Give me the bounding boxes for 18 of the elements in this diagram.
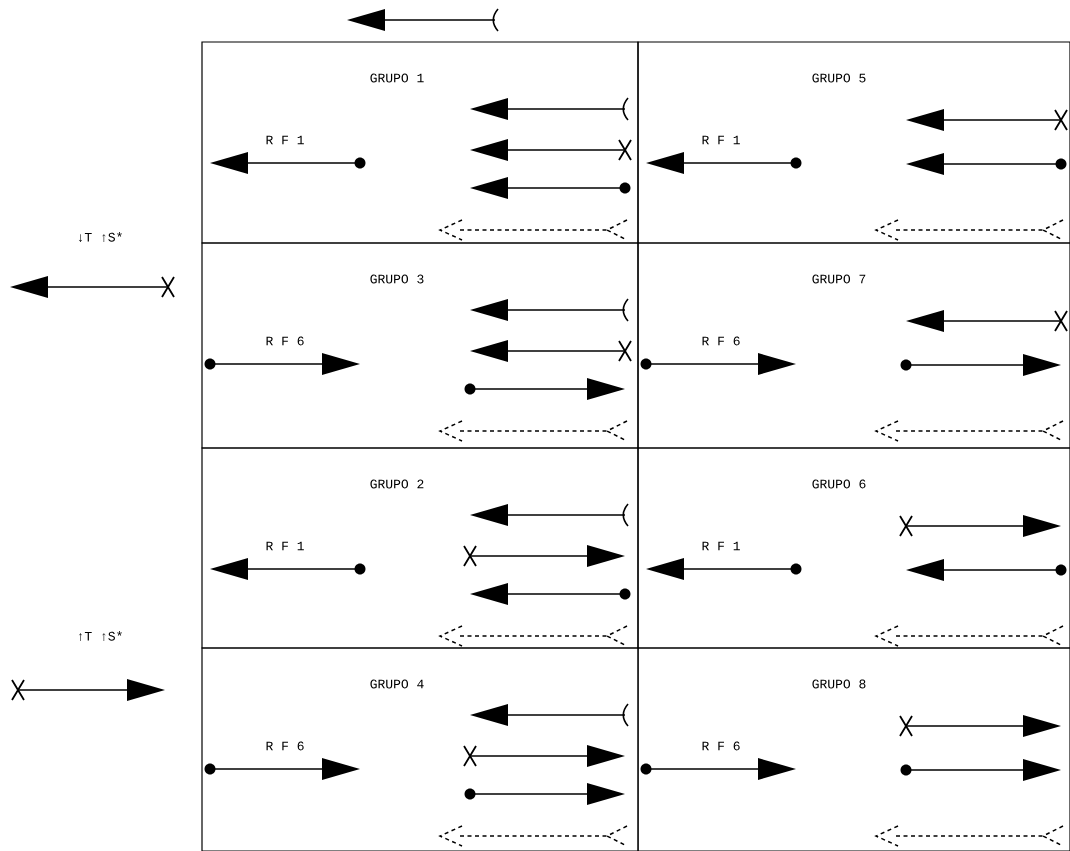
group-title: GRUPO 8 (812, 679, 866, 689)
reference-label: R F 6 (266, 741, 304, 751)
group-title: GRUPO 4 (370, 679, 424, 689)
reference-label: R F 6 (702, 336, 740, 346)
group-title: GRUPO 6 (812, 479, 866, 489)
group-title: GRUPO 1 (370, 73, 424, 83)
group-title: GRUPO 7 (812, 274, 866, 284)
reference-label: R F 6 (266, 336, 304, 346)
reference-label: R F 1 (266, 135, 304, 145)
reference-label: R F 1 (702, 135, 740, 145)
group-title: GRUPO 3 (370, 274, 424, 284)
group-title: GRUPO 2 (370, 479, 424, 489)
reference-label: R F 6 (702, 741, 740, 751)
group-title: GRUPO 5 (812, 73, 866, 83)
reference-label: R F 1 (702, 541, 740, 551)
condition-label: ↑T ↑S* (78, 631, 122, 641)
reference-label: R F 1 (266, 541, 304, 551)
condition-label: ↓T ↑S* (78, 232, 122, 242)
